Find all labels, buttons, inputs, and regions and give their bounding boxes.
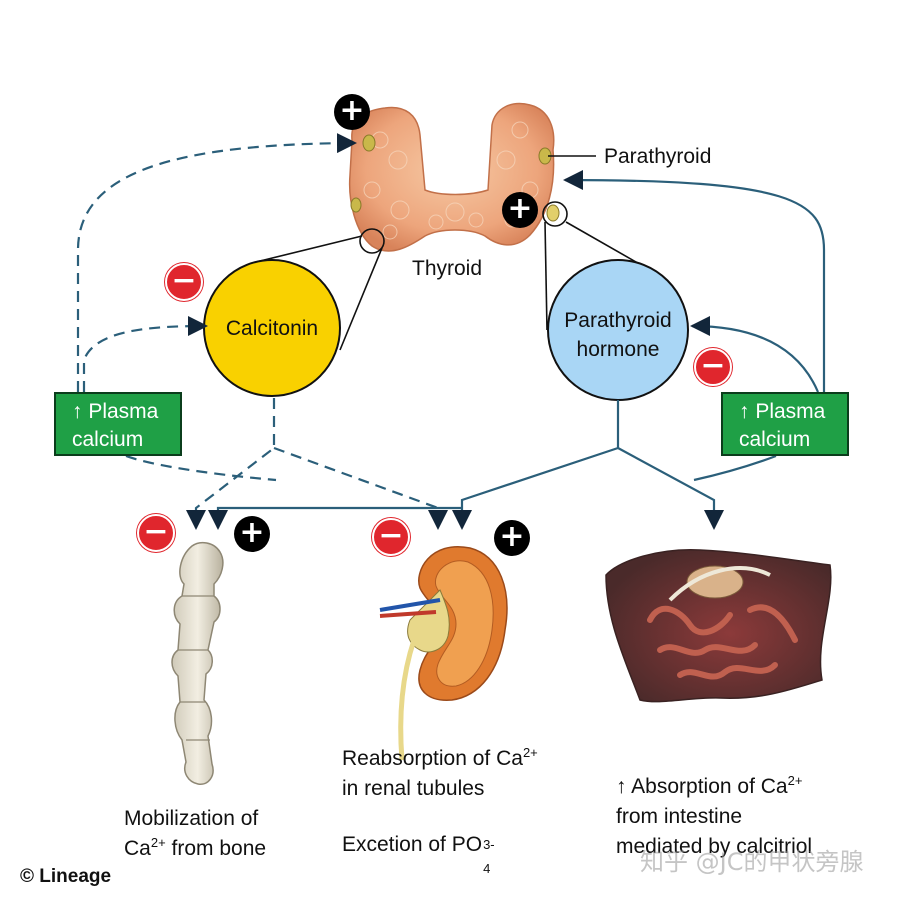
kidney-caption-line1: Reabsorption of Ca2+ [342, 746, 538, 772]
plasma-left-line1: ↑ Plasma [72, 400, 159, 423]
pth-label-line2: hormone [576, 338, 660, 361]
intestine-absorb-text: ↑ Absorption of Ca [616, 775, 788, 798]
minus-badge-calcitonin: − [165, 263, 203, 301]
kidney-reabs-text: Reabsorption of Ca [342, 747, 523, 770]
minus-badge-bone: − [137, 514, 175, 552]
plasma-left-line2: calcium [72, 428, 144, 451]
plus-badge-bone: + [234, 516, 270, 552]
plasma-calcium-right-box: ↑ Plasma calcium [721, 392, 849, 456]
bone-ca-charge: 2+ [150, 835, 166, 850]
minus-badge-kidney: − [372, 518, 410, 556]
bone-caption-line2: Ca2+ from bone [124, 836, 266, 862]
plus-badge-kidney: + [494, 520, 530, 556]
kidney-ca-charge: 2+ [522, 745, 538, 760]
plasma-right-line2: calcium [739, 428, 811, 451]
intestine-ca-charge: 2+ [787, 773, 803, 788]
parathyroid-label: Parathyroid [604, 145, 712, 168]
intestine-illustration [605, 549, 832, 703]
copyright-label: © Lineage [20, 866, 112, 887]
watermark: 知乎 @JC的甲状旁腺 [640, 848, 864, 876]
kidney-illustration [379, 545, 508, 761]
pth-label: Parathyroid hormone [548, 306, 688, 364]
kidney-caption-line2: in renal tubules [342, 777, 485, 800]
bone-caption: Mobilization of Ca2+ from bone [124, 806, 266, 862]
minus-badge-pth: − [694, 348, 732, 386]
plus-badge-pth-stim: + [502, 192, 538, 228]
intestine-caption: ↑ Absorption of Ca2+ from intestine medi… [616, 774, 812, 860]
calcitonin-label: Calcitonin [225, 317, 319, 340]
kidney-caption: Reabsorption of Ca2+ in renal tubules Ex… [342, 746, 538, 876]
plus-badge-calcitonin-stim: + [334, 94, 370, 130]
intestine-caption-line1: ↑ Absorption of Ca2+ [616, 774, 812, 800]
bone-ca-text: Ca [124, 837, 151, 860]
intestine-caption-line2: from intestine [616, 805, 743, 828]
bone-illustration [171, 541, 224, 785]
intestine-caption-line3: mediated by calcitriol [616, 835, 813, 858]
bone-caption-line1: Mobilization of [124, 807, 259, 830]
bone-from-text: from bone [165, 837, 267, 860]
kidney-excretion-text: Excetion of PO [342, 833, 483, 856]
plasma-calcium-left-box: ↑ Plasma calcium [54, 392, 182, 456]
plasma-right-line1: ↑ Plasma [739, 400, 826, 423]
pth-label-line1: Parathyroid [564, 309, 672, 332]
thyroid-gland-illustration [348, 102, 568, 254]
thyroid-label: Thyroid [412, 257, 483, 280]
